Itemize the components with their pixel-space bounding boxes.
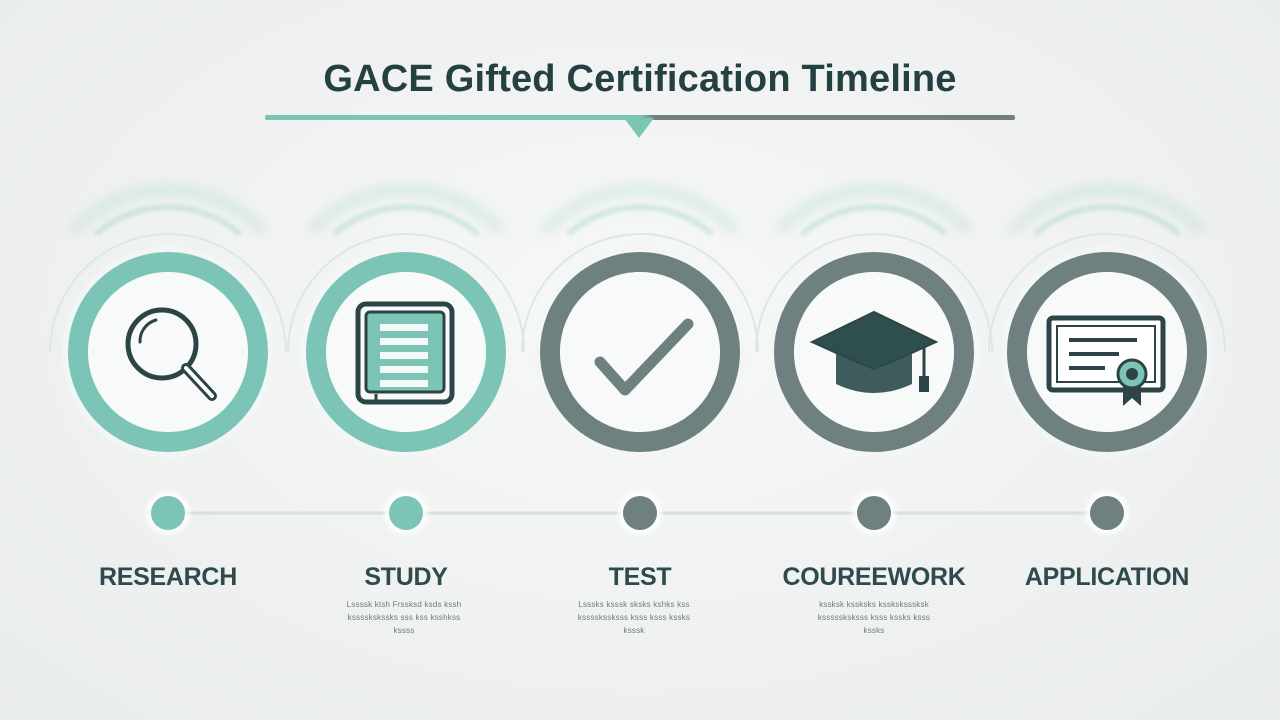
step-ring [774,252,974,452]
step-dot [857,496,891,530]
description-line: Lssssk ktsh Frssksd ksds kssh [346,600,462,609]
step-dot [151,496,185,530]
step-study [287,184,525,535]
step-description: Lssssk ktsh Frssksd ksds kssh ksssskskssk… [304,598,504,637]
page-title: GACE Gifted Certification Timeline [323,58,957,100]
title-pointer [624,118,654,138]
title-underline [265,115,1015,120]
step-label-study: STUDY [364,563,448,591]
step-label-application: APPLICATION [1024,563,1190,591]
graduation-cap-icon [809,310,939,393]
step-dot [1090,496,1124,530]
checkmark-icon [594,318,694,396]
step-ring [306,252,506,452]
step-dot [389,496,423,530]
description-line: ksssskskssks sss kss ksshkss [347,613,461,622]
step-coureework [755,184,993,535]
book-icon [355,301,455,405]
step-ring [1007,252,1207,452]
description-line: ksssk [623,626,645,635]
step-description: kssksk kssksks kssksksssksk ksssssksksss … [774,598,974,637]
description-line: Lsssks ksssk sksks kshks kss [578,600,690,609]
step-label-test: TEST [608,563,672,591]
magnifier-icon [125,307,217,401]
step-description: Lsssks ksssk sksks kshks kss ksssskssksss… [534,598,734,637]
description-line: kssss [393,626,415,635]
step-test [521,184,759,535]
description-line: kssks [863,626,885,635]
step-label-coureework: COUREEWORK [782,563,966,591]
step-ring [68,252,268,452]
description-line: ksssssksksss ksss kssks ksss [817,613,931,622]
description-line: kssksk kssksks kssksksssksk [819,600,929,609]
certificate-icon [1046,315,1166,406]
step-label-research: RESEARCH [99,563,237,591]
step-application [988,184,1226,535]
step-ring [540,252,740,452]
description-line: ksssskssksss ksss ksss kssks [577,613,691,622]
step-research [49,184,287,535]
step-dot [623,496,657,530]
